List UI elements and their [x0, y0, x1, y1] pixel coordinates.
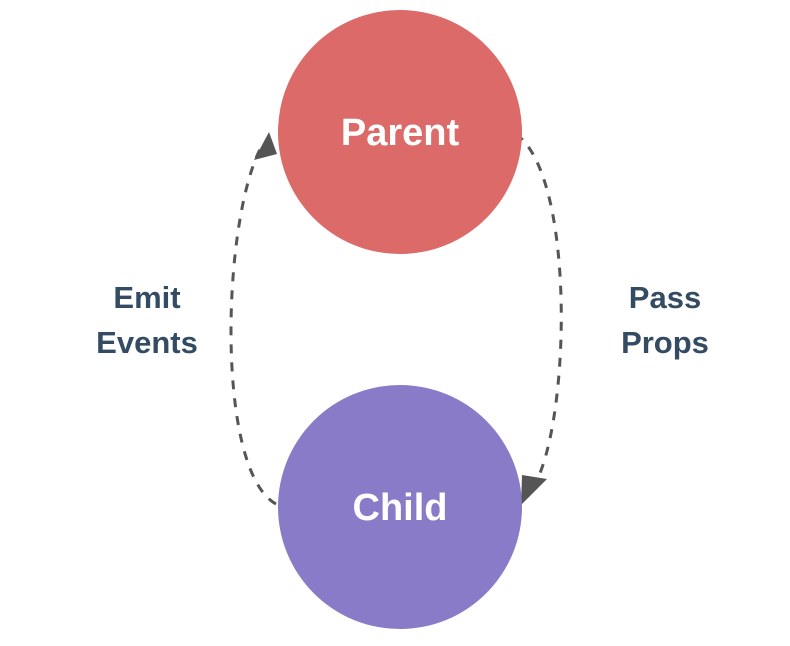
node-child[interactable]: Child [278, 385, 522, 629]
child-label: Child [353, 487, 448, 529]
parent-label: Parent [341, 112, 460, 154]
edge-label-pass-props: Pass Props [621, 280, 709, 360]
pass-props-curve [515, 132, 563, 493]
pass-props-arrowhead [521, 475, 547, 505]
node-parent[interactable]: Parent [278, 10, 522, 254]
emit-events-arrowhead [254, 132, 277, 160]
child-circle[interactable] [278, 385, 522, 629]
parent-circle[interactable] [278, 10, 522, 254]
pass-props-label-line-1: Pass [629, 280, 701, 315]
edge-label-emit-events: Emit Events [96, 280, 198, 360]
emit-events-label-line-1: Emit [113, 280, 180, 315]
edge-pass-props [515, 132, 563, 505]
pass-props-label-line-2: Props [621, 325, 709, 360]
emit-events-label-line-2: Events [96, 325, 198, 360]
edge-emit-events [229, 132, 277, 506]
emit-events-curve [229, 141, 277, 506]
